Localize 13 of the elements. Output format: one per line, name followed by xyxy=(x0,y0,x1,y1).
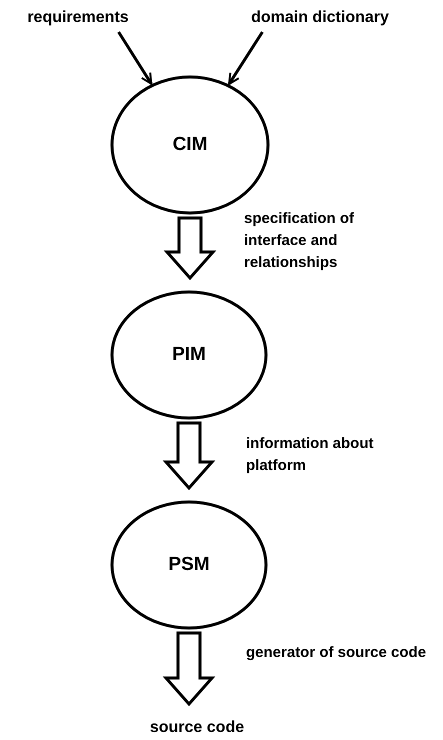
node-label: domain dictionary xyxy=(251,8,389,28)
node-label: PSM xyxy=(168,552,210,577)
node-label: CIM xyxy=(172,132,208,157)
ellipse-node xyxy=(110,500,268,630)
block-arrow xyxy=(164,216,216,280)
block-arrow xyxy=(162,632,216,706)
node-label: PIM xyxy=(172,342,206,367)
block-arrow xyxy=(162,422,216,490)
node-label: source code xyxy=(150,718,244,738)
ellipse-node xyxy=(110,290,268,420)
node-label: requirements xyxy=(27,8,129,28)
arrow xyxy=(228,31,264,85)
arrow xyxy=(117,31,153,85)
